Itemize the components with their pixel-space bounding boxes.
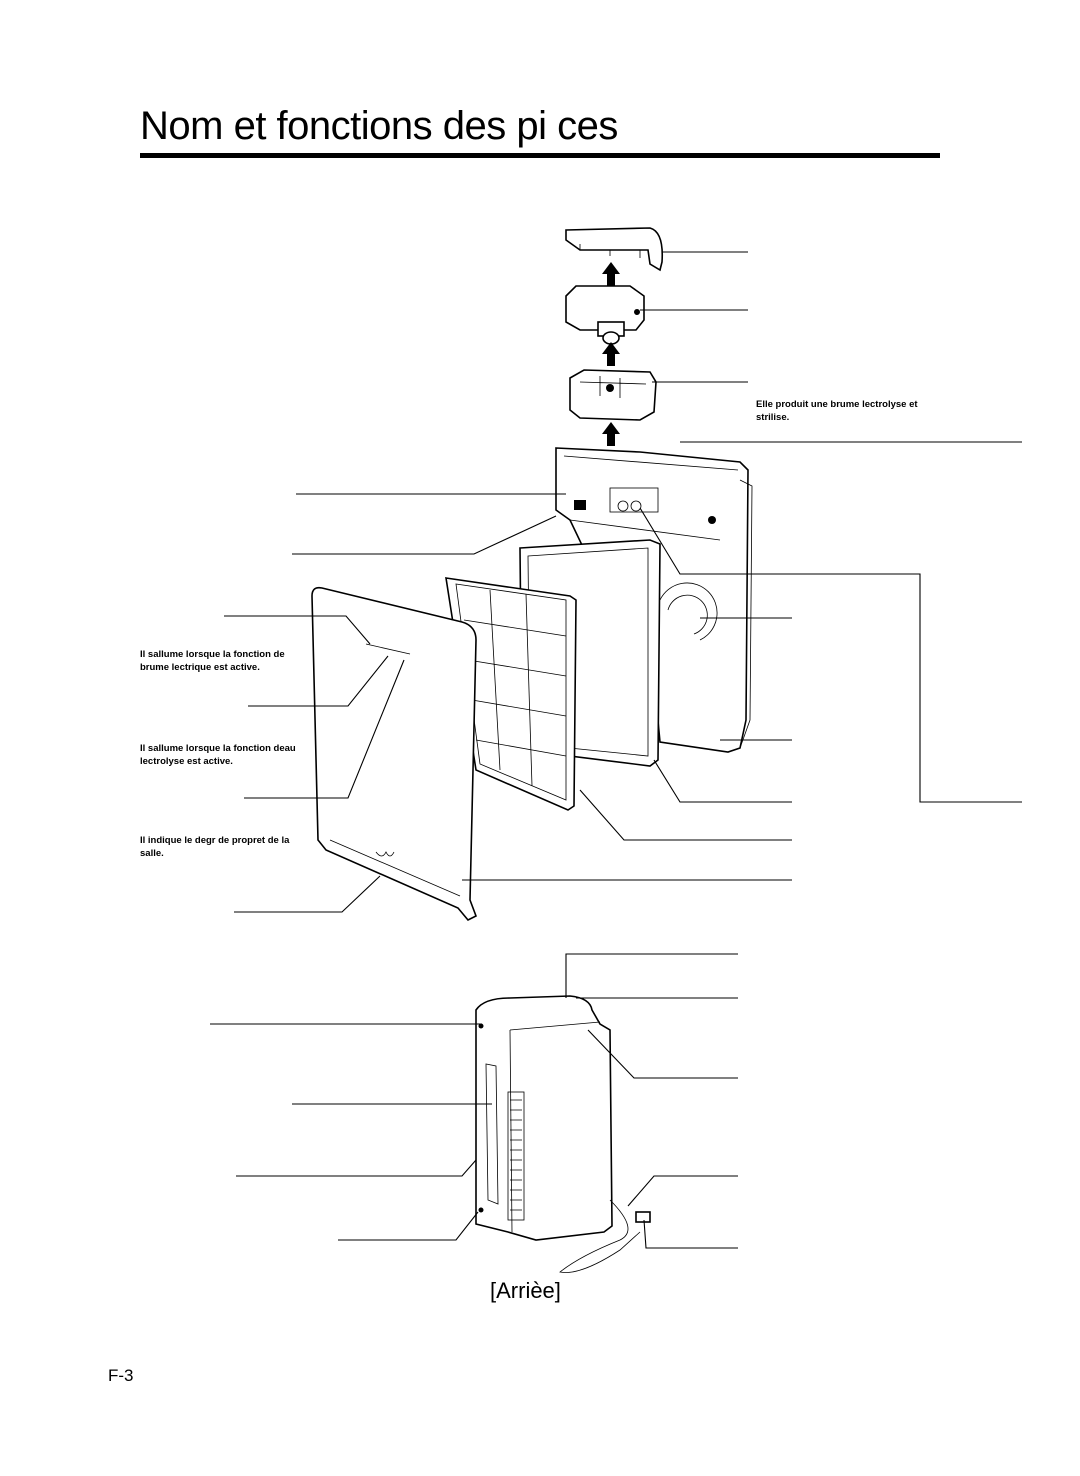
arrow-up-icon (602, 342, 620, 366)
arrow-up-icon (602, 262, 620, 286)
leader-lines (210, 251, 1022, 1249)
note-brume-lectrolyse: Elle produit une brume lectrolyse et str… (756, 399, 918, 423)
arrow-up-icon (602, 422, 620, 446)
rear-view-caption: [Arrièe] (490, 1278, 561, 1303)
page-title: Nom et fonctions des pi ces (140, 104, 618, 148)
mist-unit (565, 285, 645, 345)
note-lamp-brume: Il sallume lorsque la fonction de brume … (140, 649, 285, 673)
front-panel (311, 586, 478, 921)
note-proprete: Il indique le degr de propret de la sall… (140, 835, 290, 859)
unit-rear-view (475, 995, 651, 1273)
electrolysis-unit (569, 369, 657, 421)
page-number: F-3 (108, 1366, 134, 1385)
title-rule (140, 153, 940, 158)
dust-filter (445, 577, 577, 811)
note-lamp-eau: Il sallume lorsque la fonction deau lect… (140, 743, 296, 767)
top-cover (565, 227, 664, 272)
